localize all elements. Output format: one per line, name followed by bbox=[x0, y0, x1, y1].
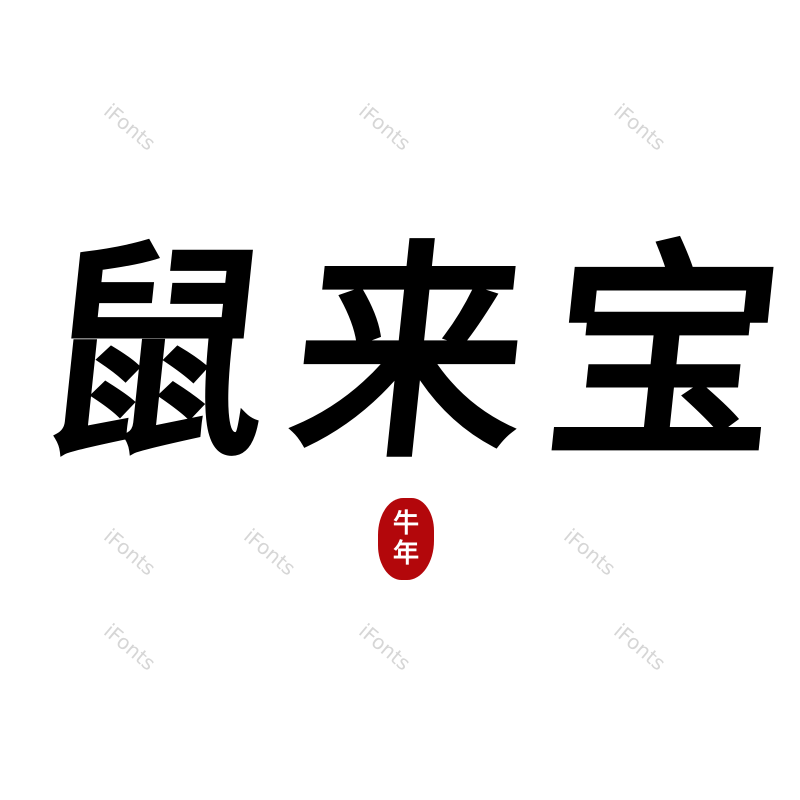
watermark: iFonts bbox=[559, 523, 621, 581]
watermark: iFonts bbox=[99, 98, 161, 156]
calligraphy-char-bao: 宝 bbox=[535, 220, 795, 490]
watermark: iFonts bbox=[354, 98, 416, 156]
calligraphy-title: 鼠 来 宝 bbox=[26, 220, 794, 490]
watermark: iFonts bbox=[239, 523, 301, 581]
seal-char: 年 bbox=[392, 539, 419, 569]
seal-char: 牛 bbox=[392, 509, 419, 539]
watermark: iFonts bbox=[99, 523, 161, 581]
red-seal-stamp: 牛 年 bbox=[378, 498, 434, 580]
watermark: iFonts bbox=[99, 618, 161, 676]
watermark: iFonts bbox=[609, 618, 671, 676]
calligraphy-char-shu: 鼠 bbox=[25, 220, 285, 490]
calligraphy-char-lai: 来 bbox=[280, 220, 540, 490]
watermark: iFonts bbox=[609, 98, 671, 156]
watermark: iFonts bbox=[354, 618, 416, 676]
